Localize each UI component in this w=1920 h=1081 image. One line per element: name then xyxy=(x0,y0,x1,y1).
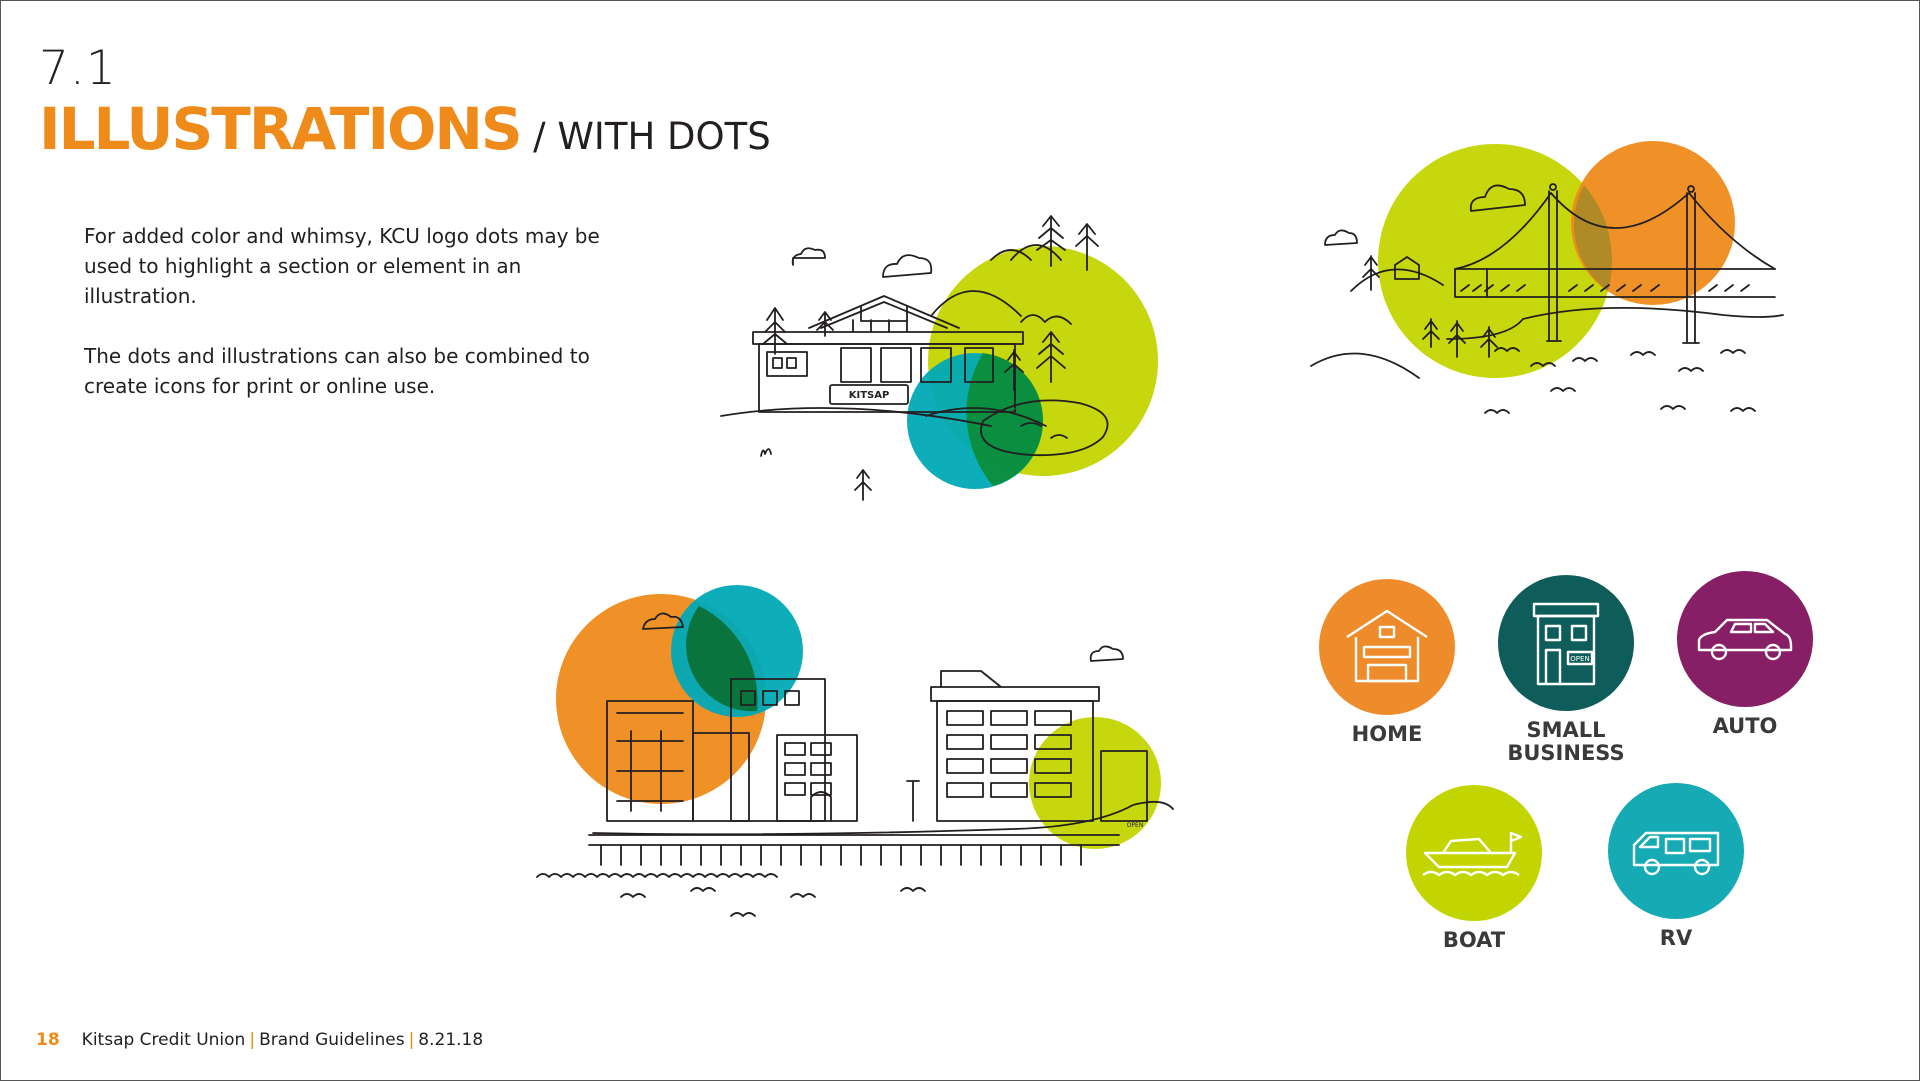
overlap-green xyxy=(966,353,1044,486)
overlap-olive xyxy=(1573,185,1612,291)
small-business-circle: OPEN xyxy=(1498,575,1634,711)
boat-circle xyxy=(1406,785,1542,921)
lodge-building xyxy=(720,295,1047,457)
footer-separator: | xyxy=(249,1030,256,1050)
pond xyxy=(980,399,1109,457)
body-paragraph-2: The dots and illustrations can also be c… xyxy=(84,341,604,401)
label-line-1: SMALL xyxy=(1526,718,1606,742)
lime-dot xyxy=(1378,144,1612,378)
orange-dot xyxy=(1571,141,1735,305)
lime-dot xyxy=(1029,717,1161,849)
page-title: ILLUSTRATIONS / WITH DOTS xyxy=(39,95,771,163)
kitsap-building-illustration: KITSAP xyxy=(720,215,1158,501)
overlap-dark-green xyxy=(686,606,758,712)
icon-home: HOME xyxy=(1319,579,1455,746)
icon-auto: AUTO xyxy=(1677,571,1813,738)
label-line-2: BUSINESS xyxy=(1507,741,1625,765)
icon-boat: BOAT xyxy=(1406,785,1542,952)
rv-circle xyxy=(1608,783,1744,919)
paragraph-text: For added color and whimsy, KCU logo dot… xyxy=(84,224,600,308)
icon-label-home: HOME xyxy=(1351,722,1423,746)
icon-label-auto: AUTO xyxy=(1712,714,1778,738)
home-circle xyxy=(1319,579,1455,715)
water-ripples xyxy=(1484,347,1756,414)
section-number: 7.1 xyxy=(39,41,117,96)
footer-org: Kitsap Credit Union xyxy=(81,1030,246,1050)
bridge-illustration xyxy=(1310,141,1784,414)
storefront-icon: OPEN xyxy=(1532,602,1600,686)
title-main: ILLUSTRATIONS xyxy=(39,95,523,163)
cloud-icon xyxy=(791,247,933,278)
bridge xyxy=(1454,183,1776,344)
footer-separator: | xyxy=(408,1030,415,1050)
kitsap-sign-text: KITSAP xyxy=(849,390,890,401)
body-paragraph-1: For added color and whimsy, KCU logo dot… xyxy=(84,221,604,311)
water-ripples xyxy=(536,873,926,917)
icon-label-boat: BOAT xyxy=(1442,928,1506,952)
rv-icon xyxy=(1632,831,1720,876)
waterfront-illustration: OPEN xyxy=(536,585,1174,917)
shop-sign-text: OPEN xyxy=(1127,822,1144,829)
auto-circle xyxy=(1677,571,1813,707)
hills xyxy=(930,244,1072,325)
title-subtitle: / WITH DOTS xyxy=(533,115,771,158)
car-icon xyxy=(1697,618,1793,661)
icon-label-small-business: SMALL BUSINESS xyxy=(1496,719,1636,765)
icon-label-rv: RV xyxy=(1659,926,1693,950)
boat-icon xyxy=(1422,831,1523,877)
icon-small-business: OPEN SMALL BUSINESS xyxy=(1496,575,1636,765)
icon-rv: RV xyxy=(1608,783,1744,950)
page-number: 18 xyxy=(36,1030,60,1050)
footer-doc: Brand Guidelines xyxy=(259,1030,405,1050)
buildings xyxy=(588,612,1174,866)
paragraph-text: The dots and illustrations can also be c… xyxy=(84,344,590,398)
shore-hills xyxy=(1310,184,1784,379)
svg-text:OPEN: OPEN xyxy=(1570,655,1589,663)
footer-date: 8.21.18 xyxy=(418,1030,484,1050)
house-icon xyxy=(1346,609,1428,683)
pine-trees xyxy=(762,215,1099,501)
